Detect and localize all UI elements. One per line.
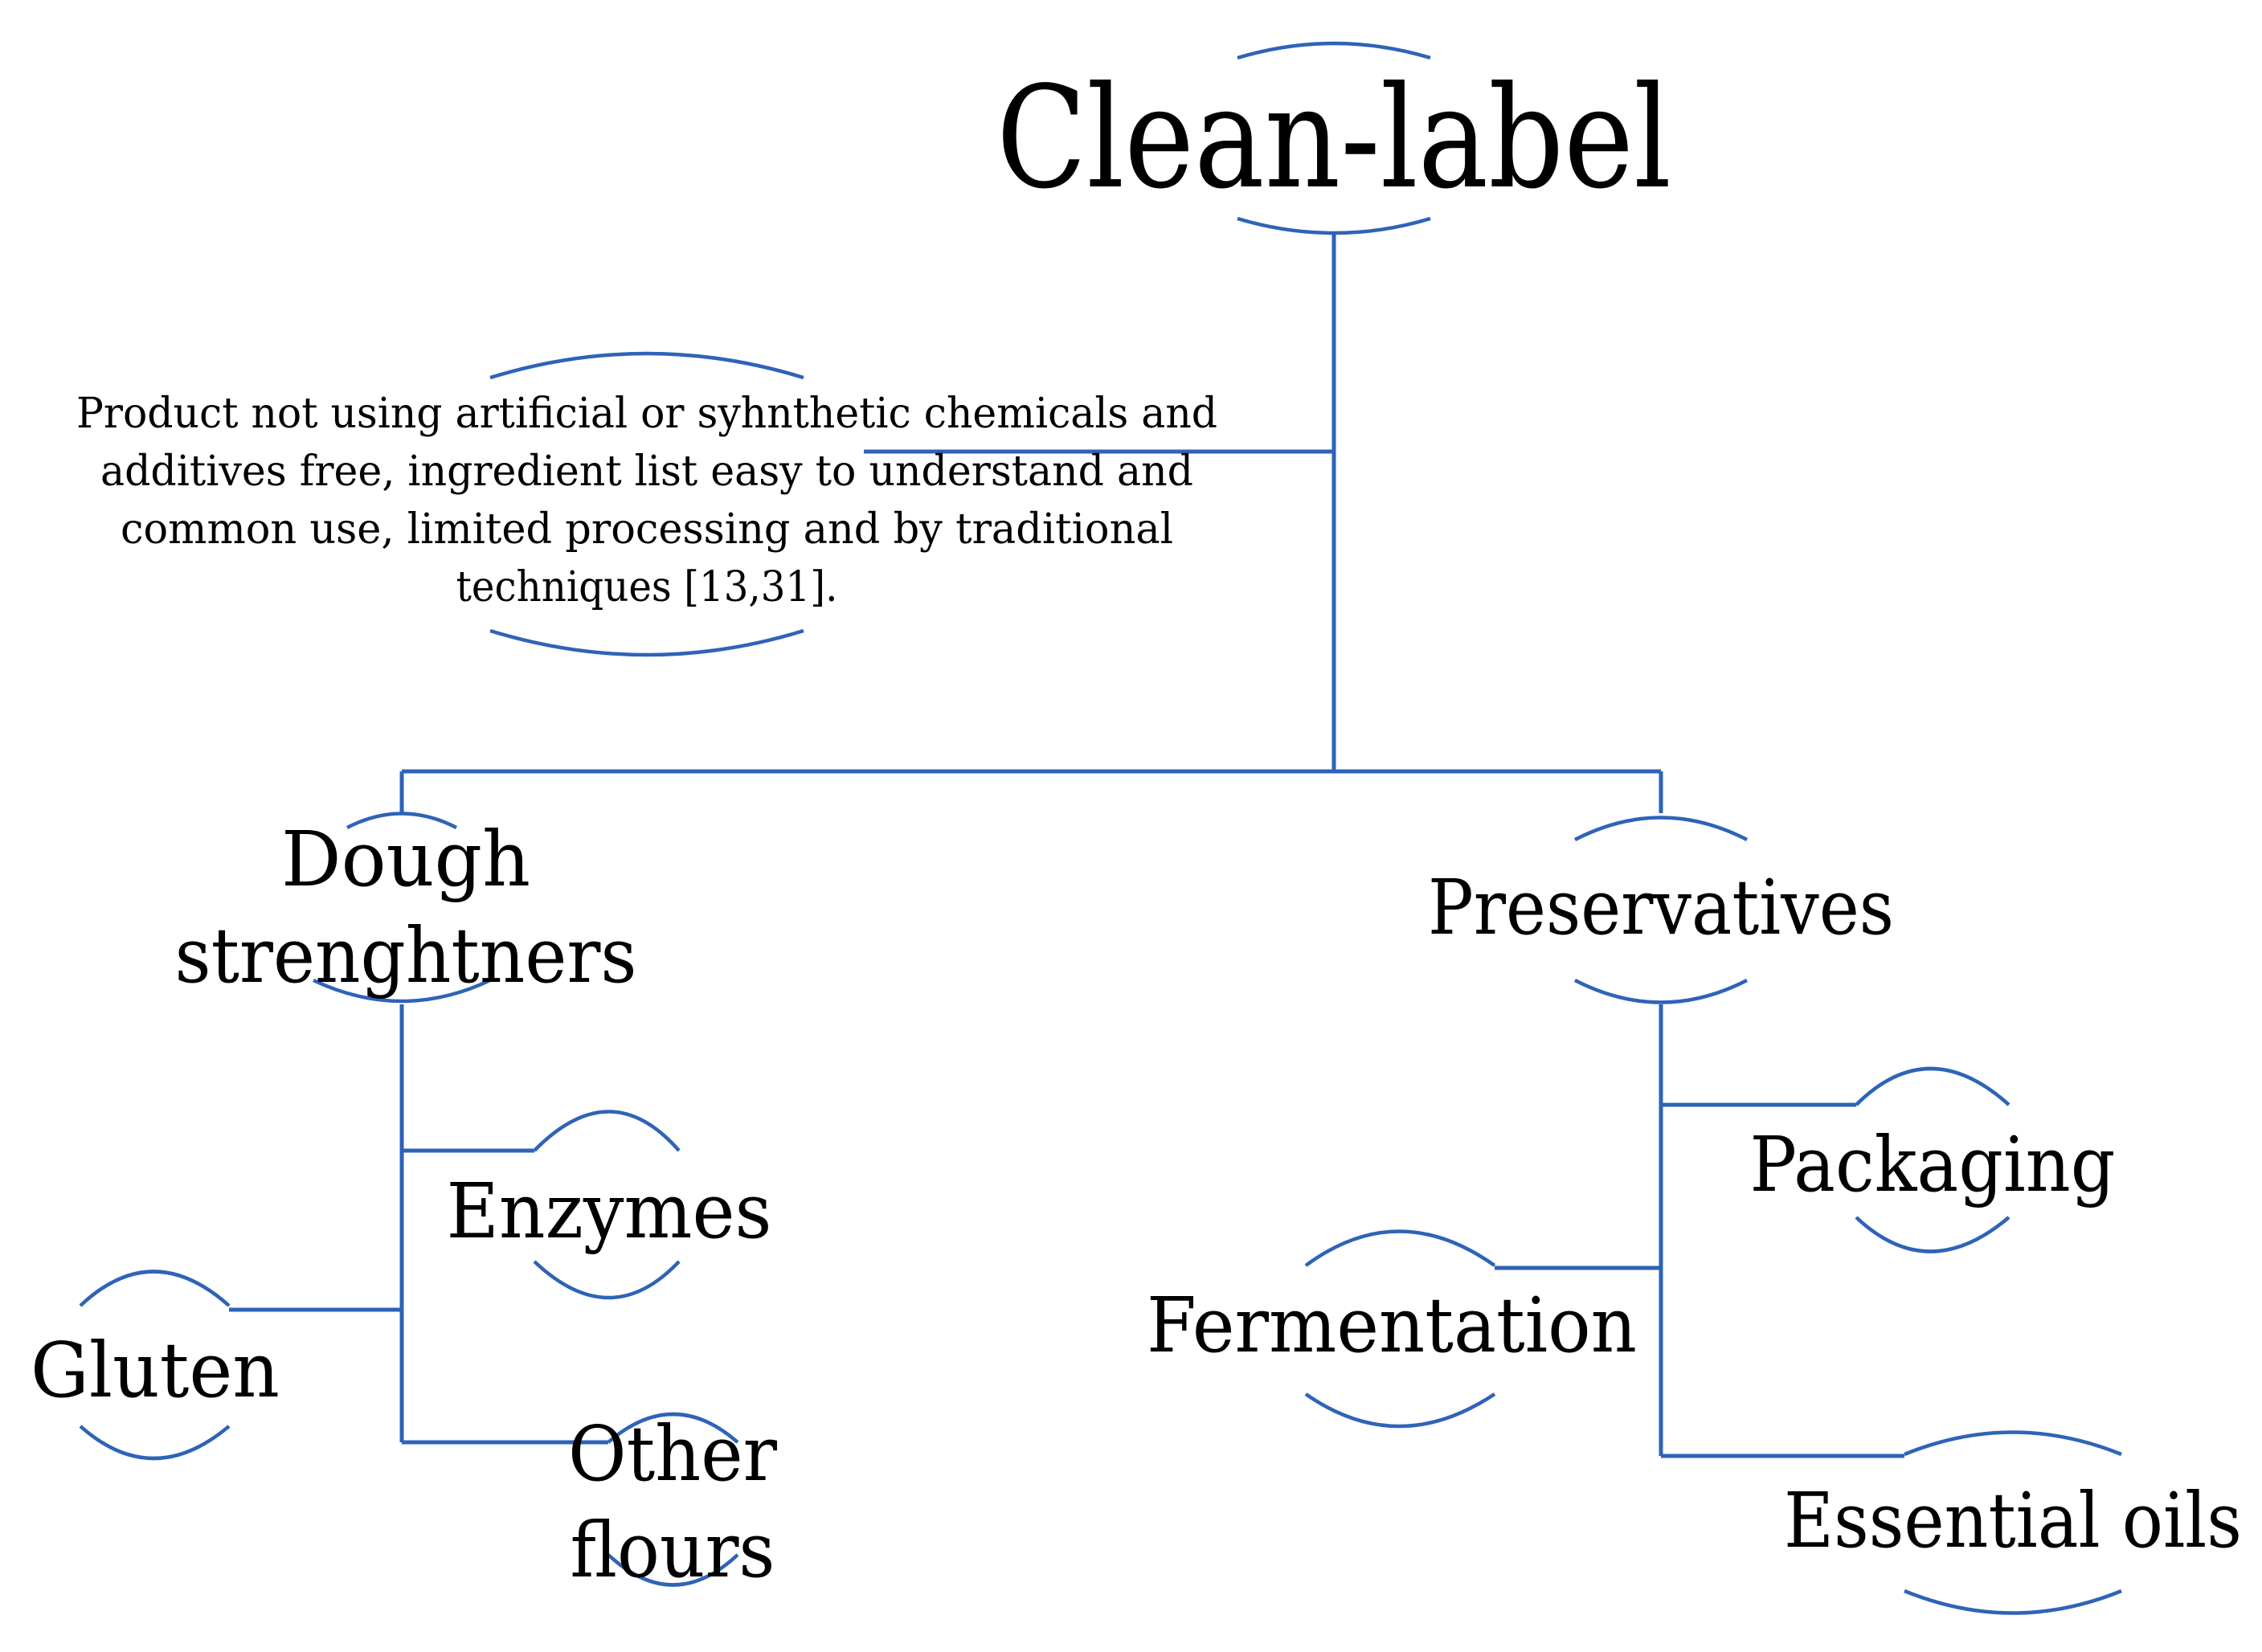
other-flours-line-1: Other: [568, 1410, 778, 1499]
arc-dough-bottom: [313, 978, 491, 1004]
definition-line-3: common use, limited processing and by tr…: [121, 505, 1173, 554]
arc-preservatives-bottom: [1573, 978, 1749, 1004]
arc-preservatives-top: [1573, 816, 1749, 842]
arc-enzymes-top: [533, 1110, 681, 1152]
packaging-label: Packaging: [1750, 1121, 2116, 1209]
arc-definition-bottom: [489, 628, 804, 657]
arc-gluten-top: [79, 1270, 231, 1307]
definition-line-4: techniques [13,31].: [456, 563, 838, 611]
arc-fermentation-bottom: [1304, 1392, 1496, 1429]
enzymes-label: Enzymes: [447, 1167, 772, 1256]
arc-root-top: [1237, 41, 1431, 60]
other-flours-line-2: flours: [571, 1507, 775, 1595]
root-label: Clean-label: [996, 57, 1671, 220]
decorative-arcs: [79, 41, 2122, 1615]
arc-enzymes-bottom: [533, 1260, 681, 1300]
connectors: [229, 233, 1904, 1458]
arc-dough-top: [346, 812, 458, 830]
arc-essential-oils-bottom: [1904, 1589, 2122, 1615]
arc-essential-oils-top: [1904, 1430, 2122, 1457]
arc-other-flours-bottom: [607, 1553, 739, 1587]
arc-packaging-top: [1855, 1066, 2010, 1106]
arc-fermentation-top: [1304, 1229, 1496, 1267]
essential-oils-label: Essential oils: [1784, 1477, 2242, 1565]
dough-label-line-2: strenghtners: [175, 912, 637, 1000]
definition-line-1: Product not using artificial or syhnthet…: [76, 390, 1217, 438]
definition-line-2: additives free, ingredient list easy to …: [100, 448, 1193, 496]
fermentation-label: Fermentation: [1147, 1282, 1637, 1370]
arc-root-bottom: [1237, 216, 1431, 235]
definition-text: Product not using artificial or syhnthet…: [76, 390, 1217, 611]
arc-packaging-bottom: [1855, 1216, 2010, 1253]
preservatives-label: Preservatives: [1428, 864, 1894, 952]
labels: Clean-label Product not using artificial…: [31, 57, 2242, 1595]
gluten-label: Gluten: [31, 1327, 280, 1415]
arc-other-flours-top: [607, 1412, 739, 1444]
arc-gluten-bottom: [79, 1425, 231, 1461]
dough-label-line-1: Dough: [281, 816, 530, 904]
arc-definition-top: [489, 351, 804, 380]
